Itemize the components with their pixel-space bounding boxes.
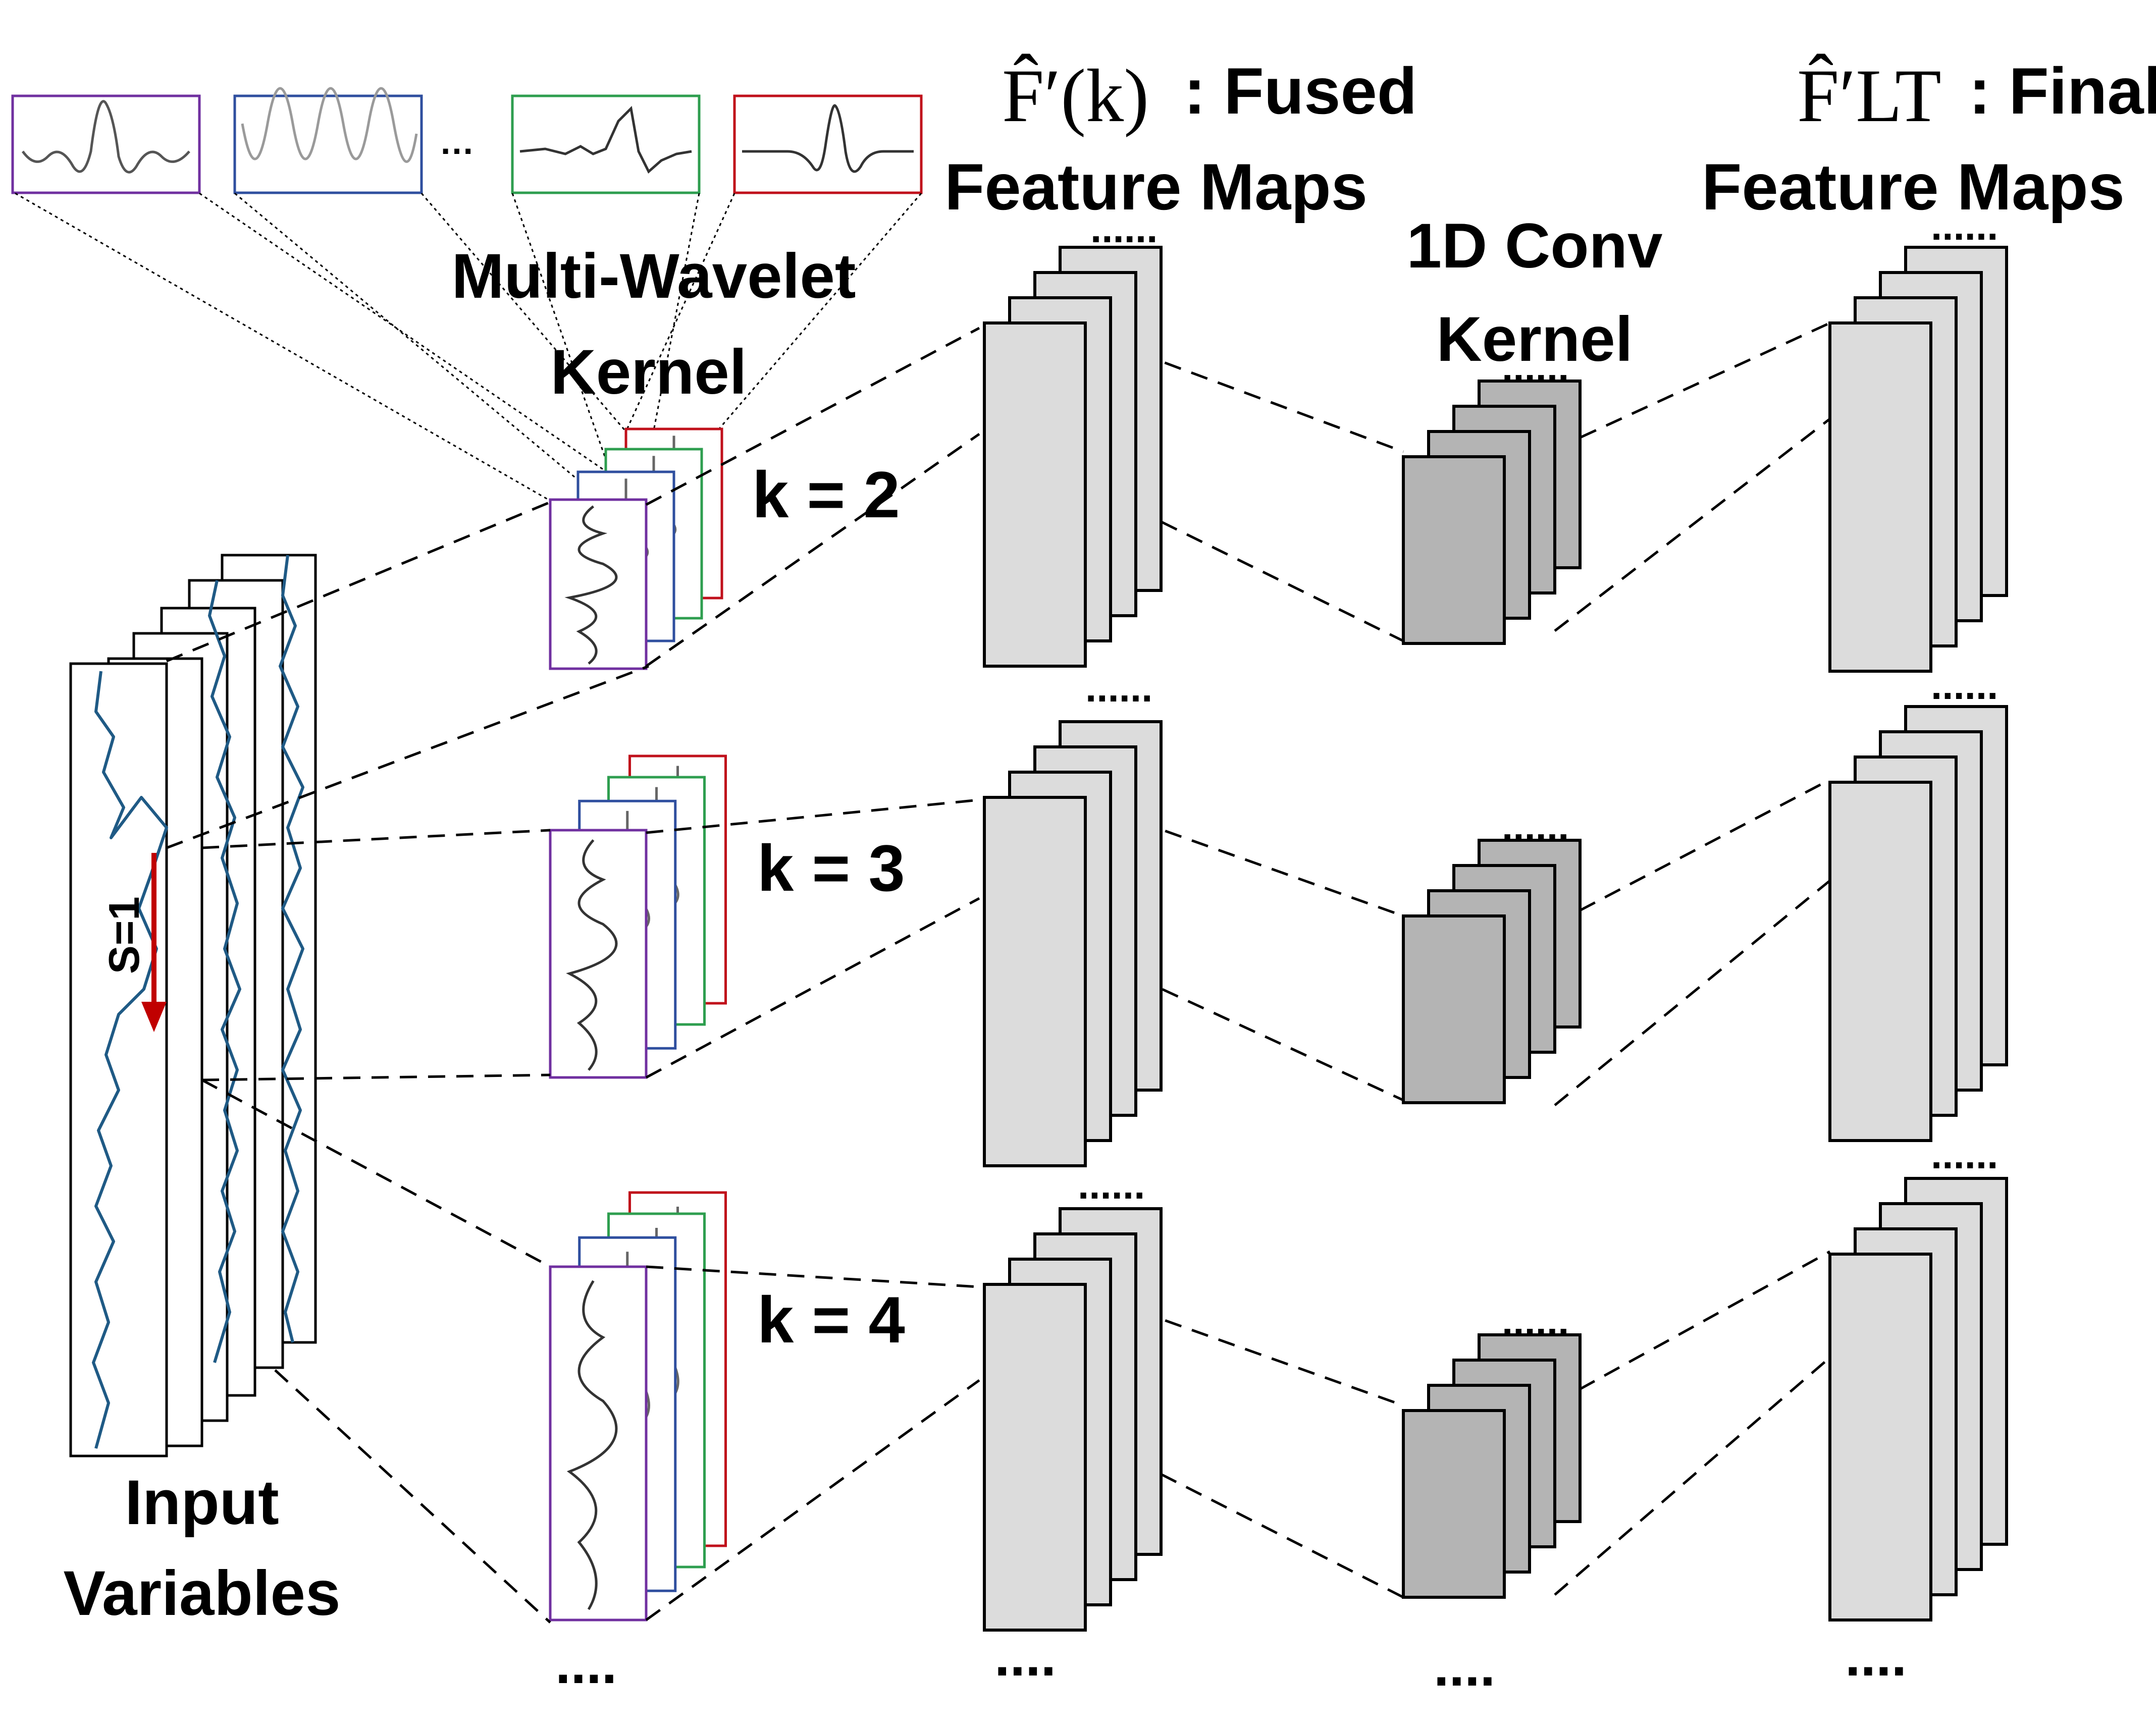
final-map-stack-k2: ...... [1828,203,2008,673]
conv-kernel-stack-k4: ...... [1402,1299,1582,1599]
conv-kernel-stack-k2-ellipsis: ...... [1502,345,1569,390]
final-title-suffix: : Final [1969,54,2156,128]
fused-title-suffix: : Fused [1184,54,1417,128]
wavelet-trace [566,1280,618,1610]
fused-title-line2: Feature Maps [944,150,1368,224]
k-label-4: k = 4 [757,1283,905,1357]
wavelet-kernel-stack-k2-panel [549,498,648,670]
stride-arrow: S=1 [100,853,167,1032]
conv-title-line2: Kernel [1436,304,1633,374]
fused-map-stack-k2-layer [983,321,1087,668]
wavelet-kernel-stack-k4-panel [549,1265,648,1621]
final-symbol: F̂′LT [1797,53,1941,138]
stride-label: S=1 [100,896,148,974]
fused-title: F̂′(k) : Fused Feature Maps [944,53,1417,224]
final-map-stack-k3-ellipsis: ...... [1931,663,1998,708]
input-variables-stack [69,554,317,1457]
conv-kernel-stack-k2: ...... [1402,345,1582,645]
final-title-line2: Feature Maps [1702,150,2125,224]
input-title-line1: Input [125,1468,279,1538]
conv-title-line1: 1D Conv [1406,211,1662,281]
final-bottom-ellipsis: .... [1845,1626,1907,1688]
kernel-bottom-ellipsis: .... [555,1633,617,1695]
fused-feature-map-stacks: .................. [983,206,1163,1632]
final-map-stack-k4-layer [1828,1253,1932,1621]
fused-map-stack-k4-layer [983,1283,1087,1632]
fused-symbol-base: F̂′(k) [1002,53,1149,138]
wavelet-trace [564,505,618,665]
wavelet-kernel-stack-k3 [549,754,727,1079]
conv-kernel-stack-k3-ellipsis: ...... [1502,804,1569,849]
multi-wavelet-title-line2: Kernel [550,337,747,407]
wavelet-thumb-4 [733,94,923,194]
wavelet-kernel-stack-k2 [549,427,723,670]
fused-map-stack-k3-layer [983,796,1087,1167]
conv-kernel-stack-k3: ...... [1402,804,1582,1104]
wavelet-sinusoid [241,87,418,163]
wavelet-kernel-stack-k3-panel [549,829,648,1079]
final-map-stack-k4-ellipsis: ...... [1931,1132,1998,1177]
wavelet-trace [566,839,618,1071]
fused-map-stack-k4-ellipsis: ...... [1078,1162,1145,1207]
multi-wavelet-kernel-stacks [549,427,727,1621]
conv-kernel-stack-k4-layer [1402,1409,1506,1599]
wavelet-thumbnails: … [11,87,923,194]
input-title-line2: Variables [63,1558,340,1629]
wavelet-sawtooth [519,105,692,174]
conv-kernel-stacks: .................. [1402,345,1582,1599]
fused-map-stack-k2: ...... [983,206,1163,668]
fused-bottom-ellipsis: .... [994,1626,1056,1688]
k-label-3: k = 3 [757,831,905,905]
final-map-stack-k3: ...... [1828,663,2008,1142]
final-feature-map-stacks: .................. [1828,203,2008,1621]
fused-map-stack-k3: ...... [983,665,1163,1167]
fused-map-stack-k3-ellipsis: ...... [1085,665,1152,710]
conv-bottom-ellipsis: .... [1434,1636,1495,1698]
fused-map-stack-k4: ...... [983,1162,1163,1632]
thumb-ellipsis: … [439,122,475,161]
wavelet-mexican-hat [21,100,190,174]
wavelet-morlet [742,104,914,173]
conv-kernel-stack-k4-ellipsis: ...... [1502,1299,1569,1343]
conv-kernel-stack-k3-layer [1402,914,1506,1104]
final-map-stack-k2-layer [1828,321,1932,673]
final-map-stack-k3-layer [1828,781,1932,1142]
wavelet-thumb-3 [511,94,701,194]
final-map-stack-k4: ...... [1828,1132,2008,1621]
k-label-2: k = 2 [752,458,900,531]
wavelet-kernel-stack-k4 [549,1191,727,1621]
final-title: F̂′LT : Final Feature Maps [1702,53,2156,224]
labels: Multi-Wavelet Kernel F̂′(k) : Fused Feat… [63,53,2156,1698]
fused-map-stack-k2-ellipsis: ...... [1090,206,1158,251]
projection-lines [15,192,922,503]
final-map-stack-k2-ellipsis: ...... [1931,203,1998,248]
multi-wavelet-title-line1: Multi-Wavelet [452,241,856,311]
wavelet-thumb-1 [11,94,201,194]
conv-kernel-stack-k2-layer [1402,455,1506,645]
